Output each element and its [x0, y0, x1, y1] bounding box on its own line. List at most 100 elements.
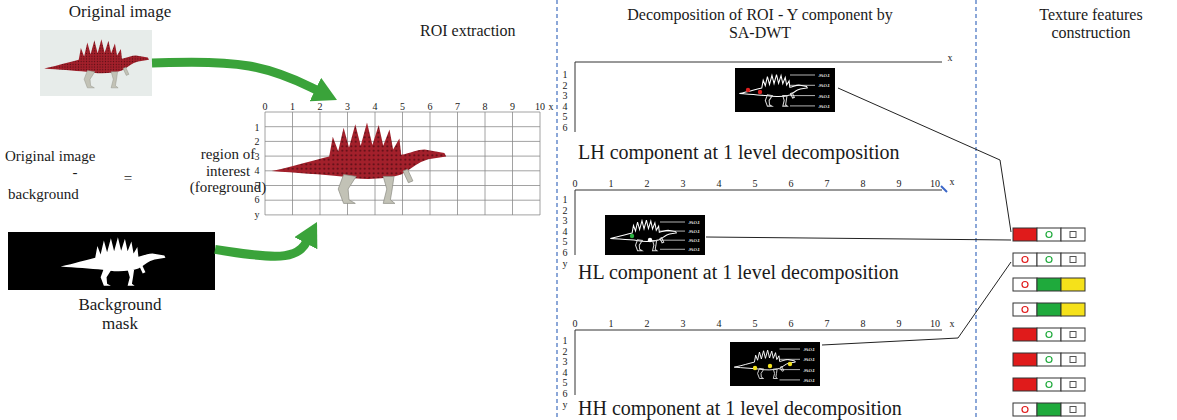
feature-vector [1013, 278, 1085, 291]
feature-vector [1013, 353, 1085, 366]
axis-label: 4 [563, 225, 568, 236]
axis-label: 2 [318, 101, 323, 112]
axis-label: 2 [645, 178, 650, 189]
subband-plot: HL component at 1 level decomposition [560, 172, 965, 284]
axis-label: 3 [681, 178, 686, 189]
axis-label: 3 [255, 150, 260, 161]
subband-thumbnail [735, 68, 835, 112]
roi-grid-panel: ROI extraction [255, 100, 547, 222]
edge-outline [739, 75, 807, 107]
feature-vector [1013, 403, 1085, 416]
row-tag: row [819, 82, 830, 89]
grid-line [265, 112, 266, 215]
row-tag: row [689, 228, 700, 235]
axis-label: x [950, 318, 955, 329]
axis-label: 4 [563, 100, 568, 111]
row-tag: row [689, 246, 700, 253]
grid-line [512, 112, 513, 215]
roi-grid [265, 112, 540, 215]
feature-point [758, 90, 762, 94]
cell-mark [1070, 382, 1076, 388]
grid-line [485, 112, 486, 215]
cell-mark [1046, 382, 1052, 388]
feature-cell [1013, 303, 1037, 316]
panel-heading: Background mask [65, 296, 175, 333]
thumbnail-ground [605, 215, 705, 255]
row-line [790, 95, 815, 96]
axis-label: 6 [789, 318, 794, 329]
axis-label: x [549, 101, 554, 112]
grid-line [292, 112, 293, 215]
axis-label: 5 [563, 377, 568, 388]
axis-label: 4 [255, 165, 260, 176]
axis-label: 6 [428, 101, 433, 112]
axis-label: 9 [897, 318, 902, 329]
axis-label: 1 [563, 69, 568, 80]
axis-label: 3 [563, 215, 568, 226]
axis-label: 6 [789, 178, 794, 189]
axis-label: x [950, 176, 955, 187]
image-panel: Original image [40, 30, 152, 96]
cell-mark [1022, 282, 1028, 288]
cell-mark [1070, 357, 1076, 363]
feature-cell [1061, 228, 1085, 241]
feature-cell [1013, 378, 1037, 391]
subband-thumbnail [605, 215, 705, 255]
axis-label: 9 [510, 101, 515, 112]
axis-label: 3 [563, 356, 568, 367]
row-tag: row [804, 366, 815, 373]
row-line [660, 240, 685, 241]
feature-cell [1061, 328, 1085, 341]
axis-label: 3 [681, 318, 686, 329]
cell-mark [1022, 307, 1028, 313]
feature-vector [1013, 378, 1085, 391]
axis-label: 8 [861, 318, 866, 329]
feature-vector [1013, 228, 1085, 241]
cell-mark [1070, 232, 1076, 238]
axis-label: 5 [255, 179, 260, 190]
feature-cell [1037, 328, 1061, 341]
feature-cell [1013, 228, 1037, 241]
axis-label: 6 [563, 387, 568, 398]
axis-label: 1 [609, 318, 614, 329]
axis-label: 5 [753, 178, 758, 189]
feature-cell [1037, 278, 1061, 291]
background-mask [8, 232, 215, 290]
row-line [660, 249, 685, 250]
feature-point [746, 88, 750, 92]
axis-label: 7 [825, 318, 830, 329]
feature-cell [1037, 303, 1061, 316]
feature-point [788, 362, 792, 366]
thumbnail-ground [735, 68, 835, 112]
row-line [660, 231, 685, 232]
feature-cell [1037, 403, 1061, 416]
row-line [790, 105, 815, 106]
axis-label: 7 [825, 178, 830, 189]
row-line [780, 359, 801, 360]
column-divider [975, 0, 976, 420]
axis-label: 2 [645, 318, 650, 329]
axis-label: 5 [563, 236, 568, 247]
row-tag: row [689, 219, 700, 226]
feature-cell [1013, 353, 1037, 366]
feature-vector [1013, 253, 1085, 266]
axis-label: 6 [563, 246, 568, 257]
axis-label: 2 [255, 136, 260, 147]
axis-label: 10 [930, 318, 940, 329]
axis-label: 8 [861, 178, 866, 189]
axis-label: 2 [563, 204, 568, 215]
subband-plot: LH component at 1 level decomposition [560, 55, 965, 167]
feature-cell [1013, 278, 1037, 291]
roi-dinosaur [272, 122, 447, 203]
axis-label: 1 [609, 178, 614, 189]
cell-mark [1070, 407, 1076, 413]
axis-label: 5 [400, 101, 405, 112]
cell-mark [1046, 332, 1052, 338]
feature-cell [1061, 303, 1085, 316]
grid-line [265, 214, 540, 215]
row-tag: row [804, 376, 815, 383]
feature-cell [1037, 253, 1061, 266]
row-line [780, 379, 801, 380]
